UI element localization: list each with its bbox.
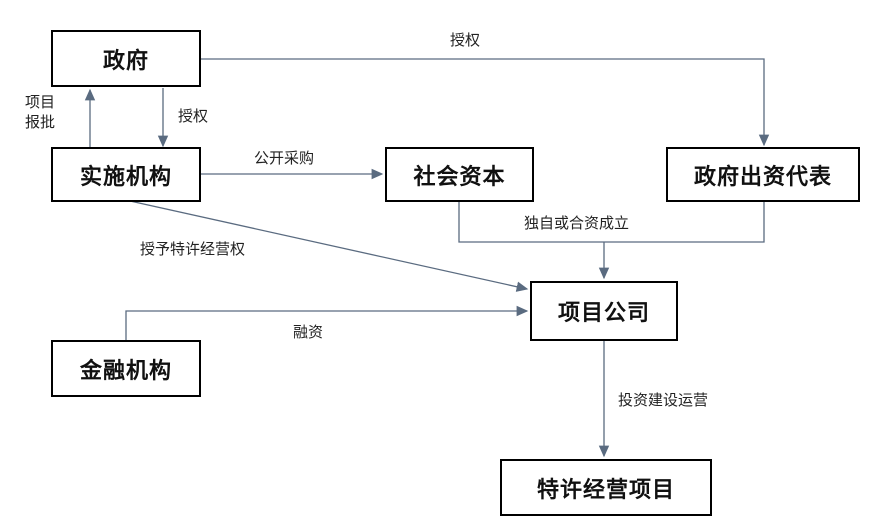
label-invest-build-operate: 投资建设运营	[618, 391, 709, 409]
node-concession-project: 特许经营项目	[500, 459, 712, 516]
edge-agency-to-company	[129, 200, 529, 292]
node-financial-institution: 金融机构	[51, 340, 201, 397]
edge-capital-join	[458, 202, 765, 243]
label-public-procurement: 公开采购	[254, 149, 315, 167]
node-social-capital: 社会资本	[385, 147, 534, 202]
edge-finance-to-company	[125, 305, 529, 340]
label-gov-to-agency: 授权	[178, 107, 209, 125]
node-gov-investor-rep: 政府出资代表	[666, 147, 860, 202]
label-project-report: 项目报批	[24, 93, 55, 131]
label-establish: 独自或合资成立	[524, 214, 630, 232]
label-financing: 融资	[293, 323, 324, 341]
node-government: 政府	[51, 30, 201, 87]
edge-gov-to-rep	[200, 58, 770, 147]
label-gov-to-rep: 授权	[450, 31, 481, 49]
node-implementing-agency: 实施机构	[51, 147, 201, 202]
node-project-company: 项目公司	[530, 281, 678, 341]
label-grant-concession: 授予特许经营权	[140, 240, 246, 258]
